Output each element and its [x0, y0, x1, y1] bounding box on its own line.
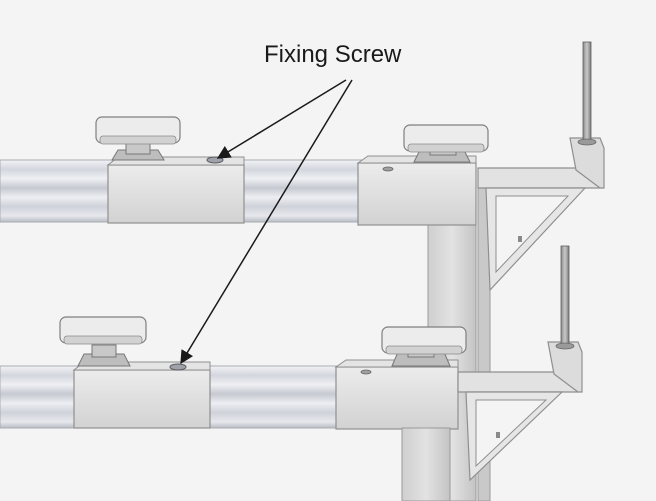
lower-rod	[560, 245, 570, 349]
upper-rod	[582, 41, 592, 145]
callout: Fixing Screw	[180, 41, 402, 365]
callout-label: Fixing Screw	[264, 41, 402, 68]
lower-right-clamp-block	[335, 366, 459, 430]
callout-arrow-upper	[216, 79, 347, 159]
upper-right-knob	[403, 124, 489, 163]
upper-right-clamp-block	[357, 162, 477, 226]
upper-left-clamp-block	[107, 164, 245, 224]
upper-bracket-arm	[477, 137, 605, 292]
lower-left-knob	[59, 316, 147, 367]
lower-right-knob	[381, 326, 467, 367]
post-base	[401, 427, 451, 501]
lower-fixing-screw	[169, 363, 187, 371]
callout-arrow-lower	[180, 79, 353, 365]
upper-left-knob	[95, 116, 181, 161]
lower-rail-assembly	[0, 245, 583, 482]
lower-left-clamp-block	[73, 369, 211, 429]
upper-fixing-screw	[206, 156, 224, 164]
lower-bracket-arm	[457, 341, 583, 482]
upper-rail-assembly	[0, 41, 605, 292]
